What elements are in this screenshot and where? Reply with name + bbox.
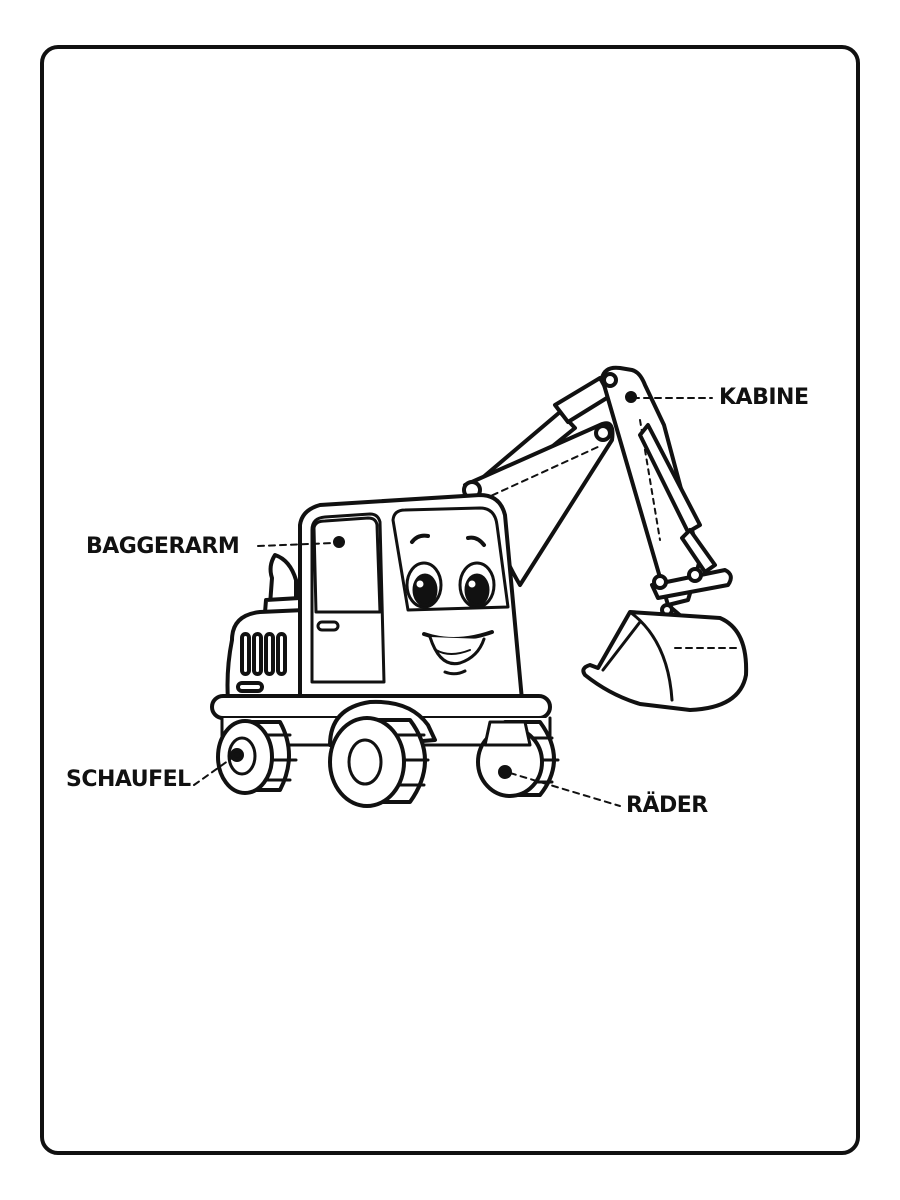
wheels xyxy=(216,699,560,808)
stick xyxy=(600,365,733,642)
leader-schaufel xyxy=(193,757,233,786)
leader-baggerarm xyxy=(257,542,335,547)
label-schaufel: SCHAUFEL xyxy=(66,767,191,792)
label-baggerarm: BAGGERARM xyxy=(86,534,240,559)
bucket xyxy=(581,610,749,712)
label-kabine: KABINE xyxy=(719,385,809,410)
leader-lines xyxy=(193,397,713,807)
label-raeder: RÄDER xyxy=(626,793,708,818)
face xyxy=(405,533,496,676)
leader-raeder xyxy=(509,772,621,807)
engine-hood xyxy=(225,553,307,702)
